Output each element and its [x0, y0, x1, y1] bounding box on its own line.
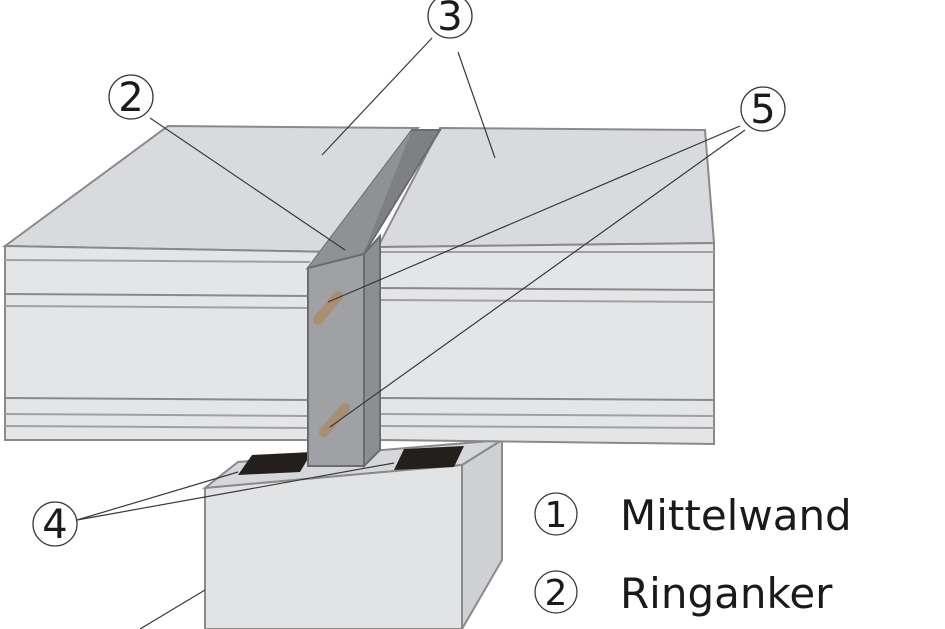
bearing-pad-right	[394, 446, 464, 470]
ring-anchor-side	[363, 233, 381, 469]
callout-circle	[740, 86, 786, 132]
callout-label: 4	[42, 502, 67, 548]
callout-circle	[32, 501, 78, 547]
callout-label: 3	[437, 0, 462, 40]
right-slab	[376, 126, 716, 446]
callout-5: 5	[740, 86, 786, 133]
leader-1	[139, 589, 206, 629]
left-slab-groove-1	[4, 259, 311, 263]
legend-text: Ringanker	[620, 569, 833, 618]
callout-circle	[108, 74, 154, 120]
right-slab-groove-5	[379, 413, 715, 417]
ring-anchor-front	[307, 252, 365, 467]
callout-circle	[427, 0, 473, 39]
legend-number: 2	[545, 573, 568, 614]
leader-5a	[327, 125, 741, 303]
bearing-pad-left	[238, 452, 312, 475]
left-slab-groove-2	[4, 293, 311, 297]
wall-front-face	[204, 463, 463, 629]
callout-3: 3	[427, 0, 473, 40]
callout-4: 4	[32, 501, 78, 548]
right-slab-groove-6	[379, 425, 715, 429]
legend-circle	[534, 492, 578, 536]
leader-2	[149, 117, 346, 251]
left-slab	[2, 124, 420, 441]
left-slab-groove-3	[4, 305, 311, 309]
dowel-lower	[319, 403, 350, 437]
dowel-upper	[313, 291, 343, 325]
legend-number: 1	[545, 495, 568, 536]
leader-4b	[76, 462, 395, 521]
legend: 1 Mittelwand 2 Ringanker	[534, 491, 852, 618]
leader-5b	[329, 129, 746, 428]
leader-4a	[76, 471, 239, 521]
wall-side-face	[461, 438, 503, 629]
right-slab-groove-3	[379, 299, 715, 303]
left-slab-front	[4, 244, 338, 441]
callout-label: 2	[118, 75, 143, 121]
left-slab-groove-4	[4, 397, 311, 401]
callout-2: 2	[108, 74, 154, 121]
right-slab-groove-2	[379, 287, 715, 291]
legend-text: Mittelwand	[620, 491, 852, 540]
legend-circle	[534, 570, 578, 614]
left-slab-groove-6	[4, 425, 311, 429]
leader-lines	[76, 37, 746, 629]
callout-label: 5	[750, 87, 775, 133]
ring-anchor-slope	[308, 130, 412, 268]
legend-item-1: 1 Mittelwand	[534, 491, 852, 540]
leader-3b	[457, 51, 496, 159]
ring-anchor	[305, 129, 442, 469]
legend-item-2: 2 Ringanker	[534, 569, 833, 618]
leader-3a	[321, 37, 433, 156]
right-slab-groove-4	[379, 397, 715, 401]
left-slab-groove-5	[4, 413, 311, 417]
